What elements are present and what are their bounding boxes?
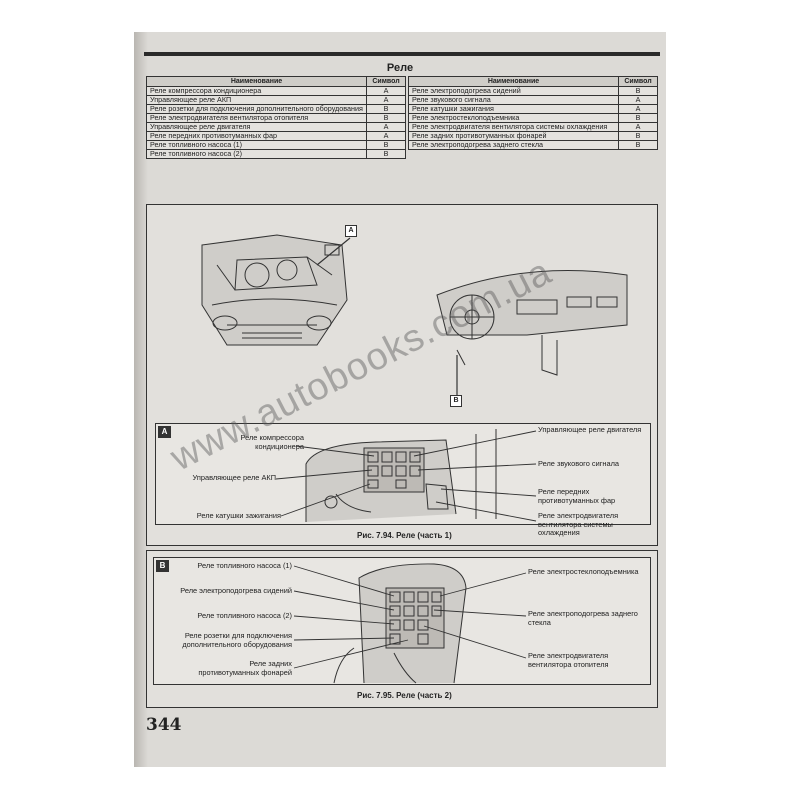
detail-a-frame: A <box>155 423 651 537</box>
callout-fuel-pump-relay-2: Реле топливного насоса (2) <box>197 611 292 620</box>
callout-ac-compressor-relay: Реле компрессора кондиционера <box>240 433 304 451</box>
column-header-name: Наименование <box>408 76 619 87</box>
callout-ignition-coil-relay: Реле катушки зажигания <box>196 511 281 520</box>
relay-box-a-illustration <box>275 429 537 522</box>
section-title: Реле <box>386 62 414 74</box>
figure-794-caption: Рис. 7.94. Реле (часть 1) <box>357 531 452 540</box>
figure-795-box: B <box>146 550 658 708</box>
relay-box-b-illustration <box>293 563 527 684</box>
callout-rear-defrost-relay: Реле электроподогрева заднего стекла <box>528 609 638 627</box>
callout-heater-fan-relay: Реле электродвигателя вентилятора отопит… <box>528 651 609 669</box>
detail-b-label: B <box>156 560 169 572</box>
top-rule <box>144 52 660 56</box>
callout-seat-heater-relay: Реле электроподогрева сидений <box>180 586 292 595</box>
column-header-name: Наименование <box>146 76 367 87</box>
detail-a-label: A <box>158 426 171 438</box>
relay-table-left: Наименование Символ Реле компрессора кон… <box>146 76 406 159</box>
relay-table-right: Наименование Символ Реле электроподогрев… <box>408 76 658 150</box>
callout-power-window-relay: Реле электростеклоподъемника <box>528 567 639 576</box>
page-number: 344 <box>146 715 182 735</box>
callout-horn-relay: Реле звукового сигнала <box>538 459 620 468</box>
callout-fuel-pump-relay-1: Реле топливного насоса (1) <box>197 561 292 570</box>
figure-794-box: A B A <box>146 204 658 546</box>
overview-label-b: B <box>450 395 462 407</box>
callout-cooling-fan-relay: Реле электродвигателя вентилятора систем… <box>538 511 619 537</box>
detail-b-frame: B <box>153 557 651 685</box>
column-header-symbol: Символ <box>366 76 406 87</box>
table-row: Реле топливного насоса (2)B <box>146 149 406 159</box>
column-header-symbol: Символ <box>618 76 658 87</box>
callout-accessory-socket-relay: Реле розетки для подключения дополнитель… <box>182 631 292 649</box>
overview-label-a: A <box>345 225 357 237</box>
book-page: Реле Наименование Символ Реле компрессор… <box>134 32 666 767</box>
callout-rear-fog-relay: Реле задних противотуманных фонарей <box>198 659 292 677</box>
callout-engine-control-relay: Управляющее реле двигателя <box>538 425 642 434</box>
callout-front-fog-relay: Реле передних противотуманных фар <box>538 487 616 505</box>
figure-795-caption: Рис. 7.95. Реле (часть 2) <box>357 691 452 700</box>
overview-illustration <box>201 234 628 395</box>
callout-akp-relay: Управляющее реле АКП <box>192 473 276 482</box>
